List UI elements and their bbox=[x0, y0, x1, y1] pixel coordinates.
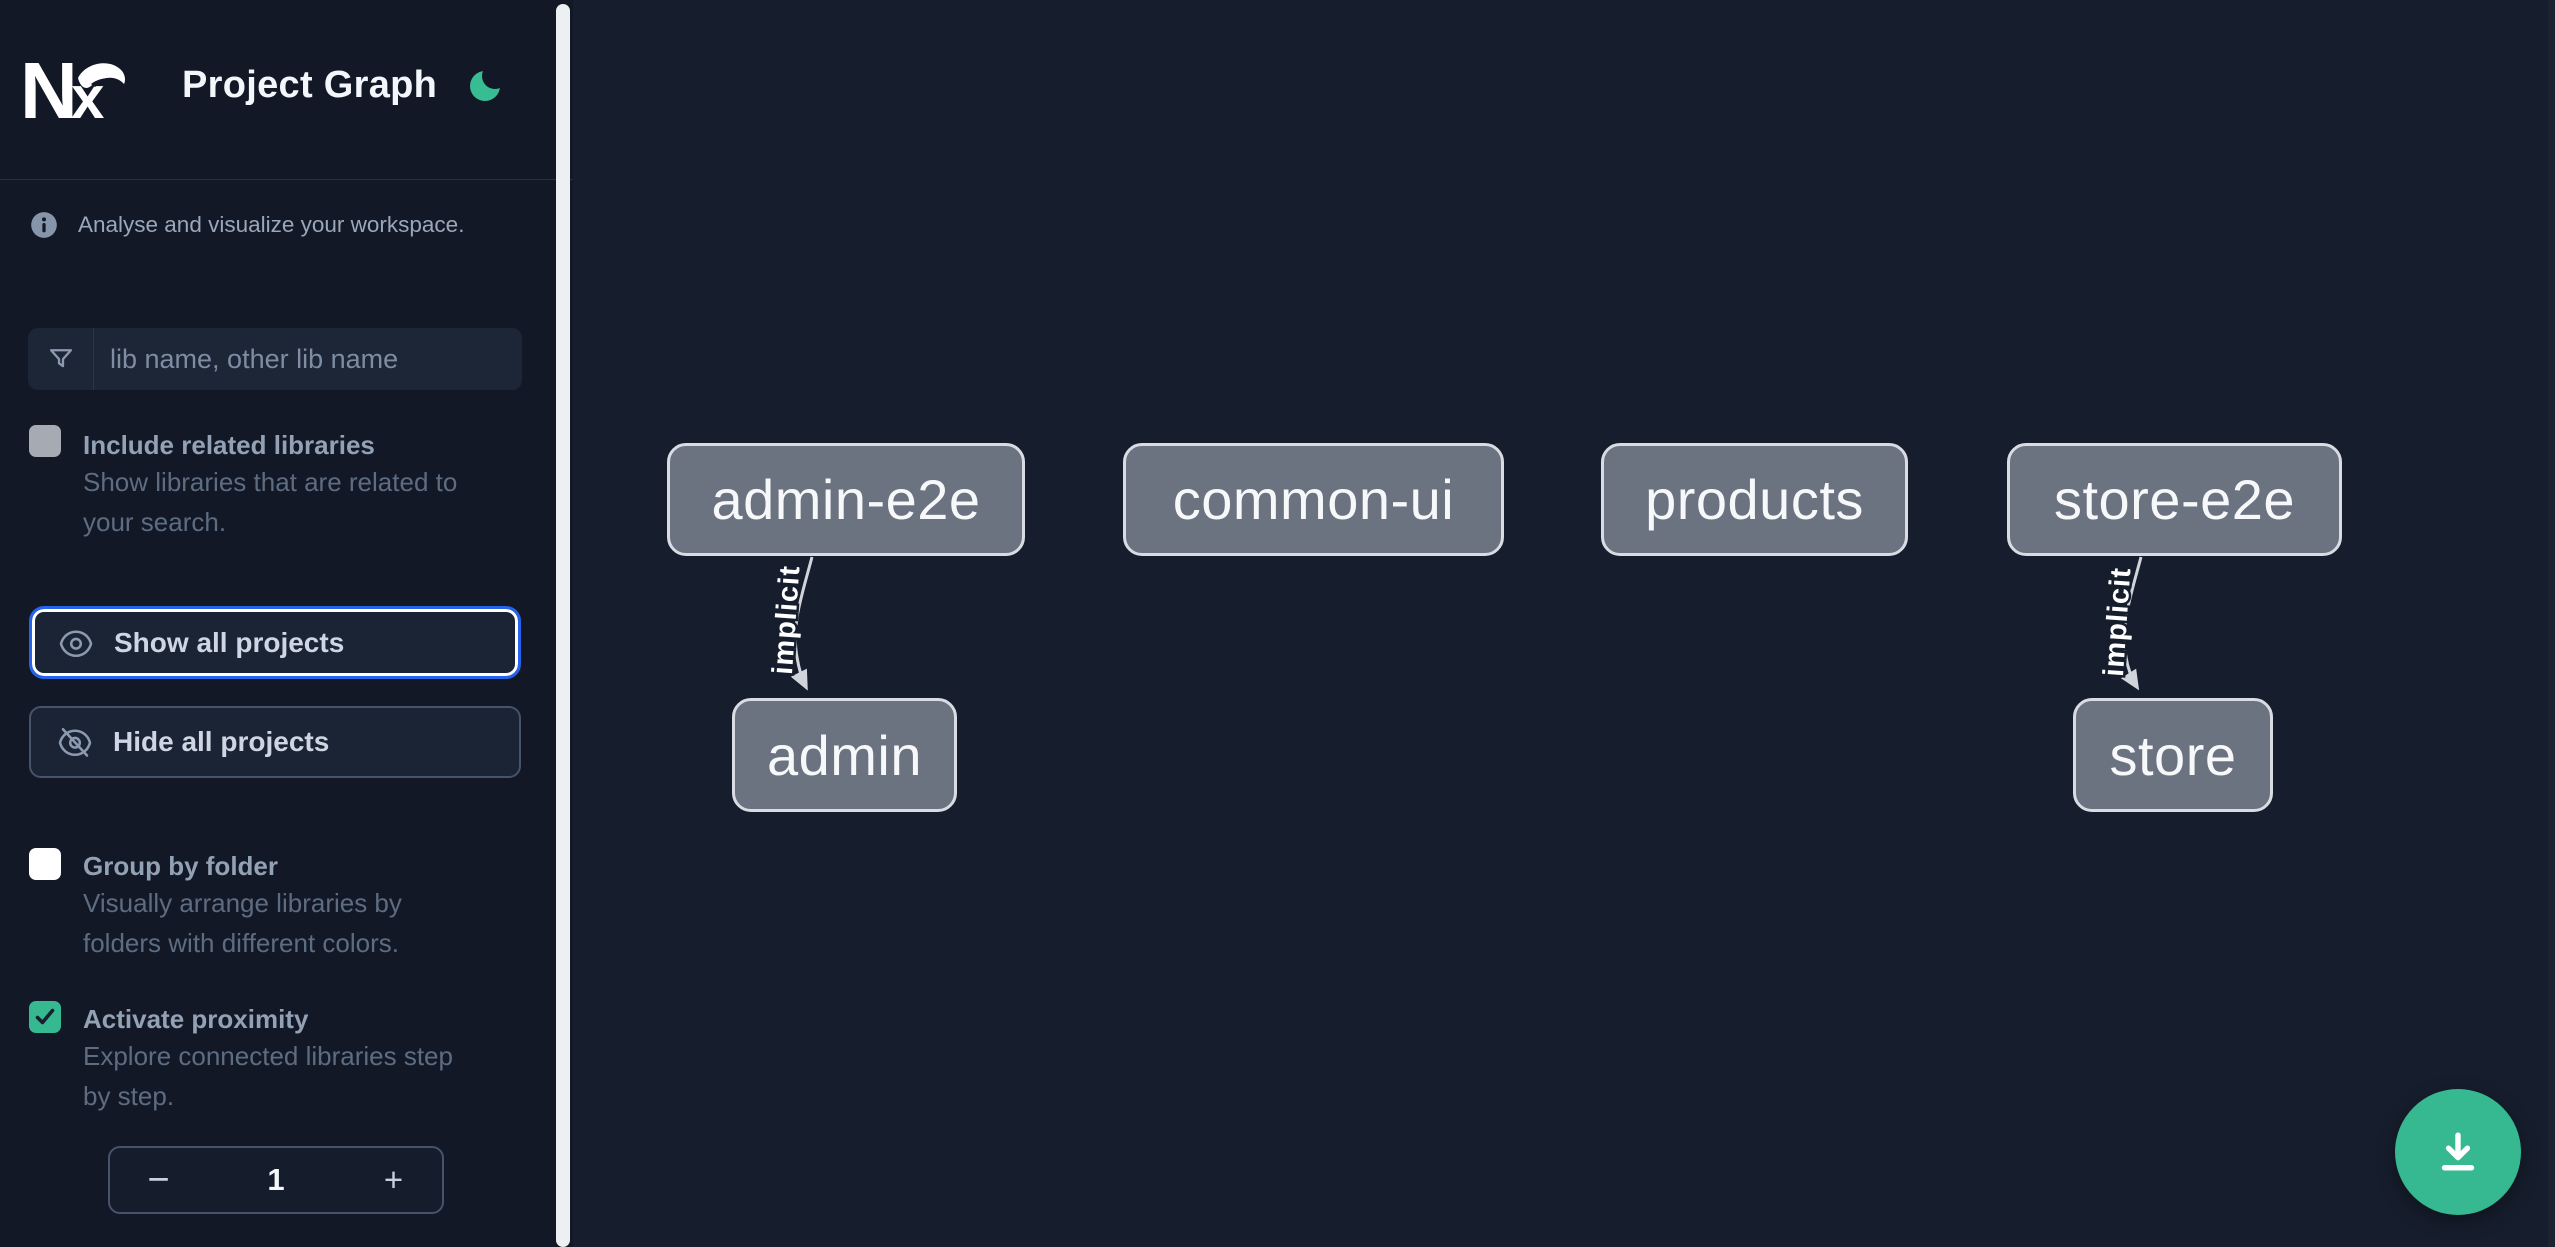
page-title: Project Graph bbox=[182, 64, 438, 106]
toggle-description-line: your search. bbox=[83, 506, 227, 537]
graph-node-store[interactable]: store bbox=[2073, 698, 2273, 812]
include-related-checkbox[interactable] bbox=[29, 425, 61, 457]
group-by-folder-checkbox[interactable] bbox=[29, 848, 61, 880]
download-icon bbox=[2441, 1132, 2475, 1171]
show-all-projects-label: Show all projects bbox=[114, 626, 345, 658]
decrement-button[interactable]: − bbox=[110, 1148, 207, 1212]
toggle-description-line: Visually arrange libraries by bbox=[83, 888, 402, 918]
hide-all-projects-label: Hide all projects bbox=[113, 726, 330, 757]
toggle-description-line: Show libraries that are related to bbox=[83, 467, 458, 497]
proximity-depth-value: 1 bbox=[267, 1162, 285, 1197]
toggle-label: Include related libraries bbox=[83, 430, 375, 460]
graph-node-products[interactable]: products bbox=[1601, 443, 1908, 556]
tagline-row: Analyse and visualize your workspace. bbox=[30, 211, 464, 239]
show-all-projects-button[interactable]: Show all projects bbox=[29, 606, 521, 679]
theme-toggle-button[interactable] bbox=[466, 62, 510, 108]
edge-store-e2e-store bbox=[2120, 556, 2143, 691]
toggle-description-line: Explore connected libraries step bbox=[83, 1041, 453, 1071]
svg-text:N: N bbox=[25, 54, 78, 122]
sidebar: N x Project Graph Analyse and visualize … bbox=[0, 0, 573, 1247]
toggle-group-by-folder: Group by folder Visually arrange librari… bbox=[29, 848, 539, 963]
canvas-scrollbar-track bbox=[2548, 0, 2555, 1247]
search-input[interactable] bbox=[94, 328, 522, 390]
sidebar-header: N x Project Graph bbox=[0, 0, 573, 180]
graph-node-store-e2e[interactable]: store-e2e bbox=[2007, 443, 2342, 556]
filter-icon bbox=[49, 349, 72, 368]
graph-node-admin-e2e[interactable]: admin-e2e bbox=[667, 443, 1025, 556]
hide-all-projects-button[interactable]: Hide all projects bbox=[29, 706, 521, 778]
download-graph-button[interactable] bbox=[2395, 1089, 2521, 1215]
checkmark-icon bbox=[35, 1008, 55, 1025]
proximity-depth-stepper: − 1 + bbox=[108, 1146, 444, 1214]
search-box bbox=[28, 328, 522, 390]
sidebar-scrollbar[interactable] bbox=[556, 4, 570, 1247]
graph-node-common-ui[interactable]: common-ui bbox=[1123, 443, 1504, 556]
activate-proximity-checkbox[interactable] bbox=[29, 1001, 61, 1033]
eye-icon bbox=[59, 629, 93, 657]
nx-logo-icon: N x bbox=[25, 54, 126, 122]
moon-icon bbox=[470, 62, 508, 101]
project-graph-canvas[interactable]: implicit implicit admin-e2e common-ui pr… bbox=[573, 0, 2555, 1247]
graph-edges: implicit implicit bbox=[764, 556, 2143, 691]
info-icon bbox=[31, 212, 57, 238]
toggle-description-line: by step. bbox=[83, 1080, 175, 1111]
graph-node-admin[interactable]: admin bbox=[732, 698, 957, 812]
eye-slash-icon bbox=[58, 727, 92, 757]
toggle-description-line: folders with different colors. bbox=[83, 927, 399, 958]
toggle-include-related: Include related libraries Show libraries… bbox=[29, 425, 539, 542]
edge-label: implicit bbox=[2098, 566, 2138, 677]
increment-button[interactable]: + bbox=[345, 1148, 442, 1212]
edge-label: implicit bbox=[767, 564, 807, 675]
toggle-activate-proximity: Activate proximity Explore connected lib… bbox=[29, 1001, 539, 1116]
toggle-label: Activate proximity bbox=[83, 1004, 309, 1034]
edge-admin-e2e-admin bbox=[790, 556, 814, 691]
filter-icon-cell bbox=[28, 328, 94, 390]
toggle-label: Group by folder bbox=[83, 851, 278, 881]
tagline-text: Analyse and visualize your workspace. bbox=[78, 212, 465, 237]
